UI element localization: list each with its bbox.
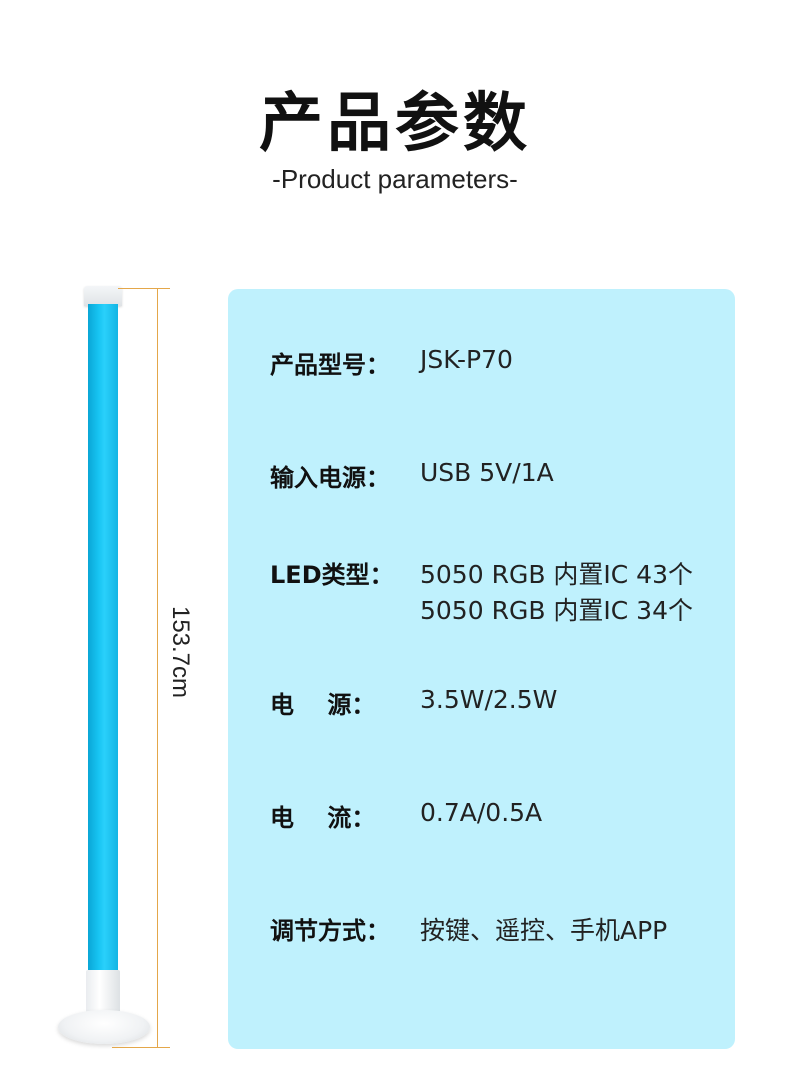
- lamp-base: [58, 1010, 150, 1044]
- spec-value: 0.7A/0.5A: [420, 798, 543, 827]
- spec-value: 3.5W/2.5W: [420, 685, 558, 714]
- spec-key: 调节方式：: [270, 917, 390, 945]
- spec-value: 5050 RGB 内置IC 43个: [420, 560, 693, 589]
- spec-value: JSK-P70: [420, 345, 513, 374]
- dimension-label: 153.7cm: [164, 601, 196, 703]
- spec-key: 电 源：: [270, 691, 376, 719]
- lamp-neck: [86, 970, 120, 1016]
- spec-value: 按键、遥控、手机APP: [420, 916, 668, 945]
- page-subtitle: -Product parameters-: [272, 164, 518, 194]
- spec-value: USB 5V/1A: [420, 458, 554, 487]
- spec-key: 输入电源：: [270, 464, 390, 492]
- spec-card: 产品型号： JSK-P70 输入电源： USB 5V/1A LED类型： 505…: [228, 289, 735, 1049]
- lamp-tube: [88, 304, 118, 972]
- spec-key: 电 流：: [270, 804, 376, 832]
- spec-key: 产品型号：: [270, 351, 390, 379]
- dimension-line: [157, 288, 158, 1048]
- dimension-tick-bottom: [112, 1047, 170, 1048]
- spec-key: LED类型：: [270, 561, 394, 589]
- dimension-tick-top: [118, 288, 170, 289]
- spec-value-secondary: 5050 RGB 内置IC 34个: [420, 596, 693, 625]
- lamp-cap: [84, 286, 122, 306]
- page-title: 产品参数: [259, 87, 531, 161]
